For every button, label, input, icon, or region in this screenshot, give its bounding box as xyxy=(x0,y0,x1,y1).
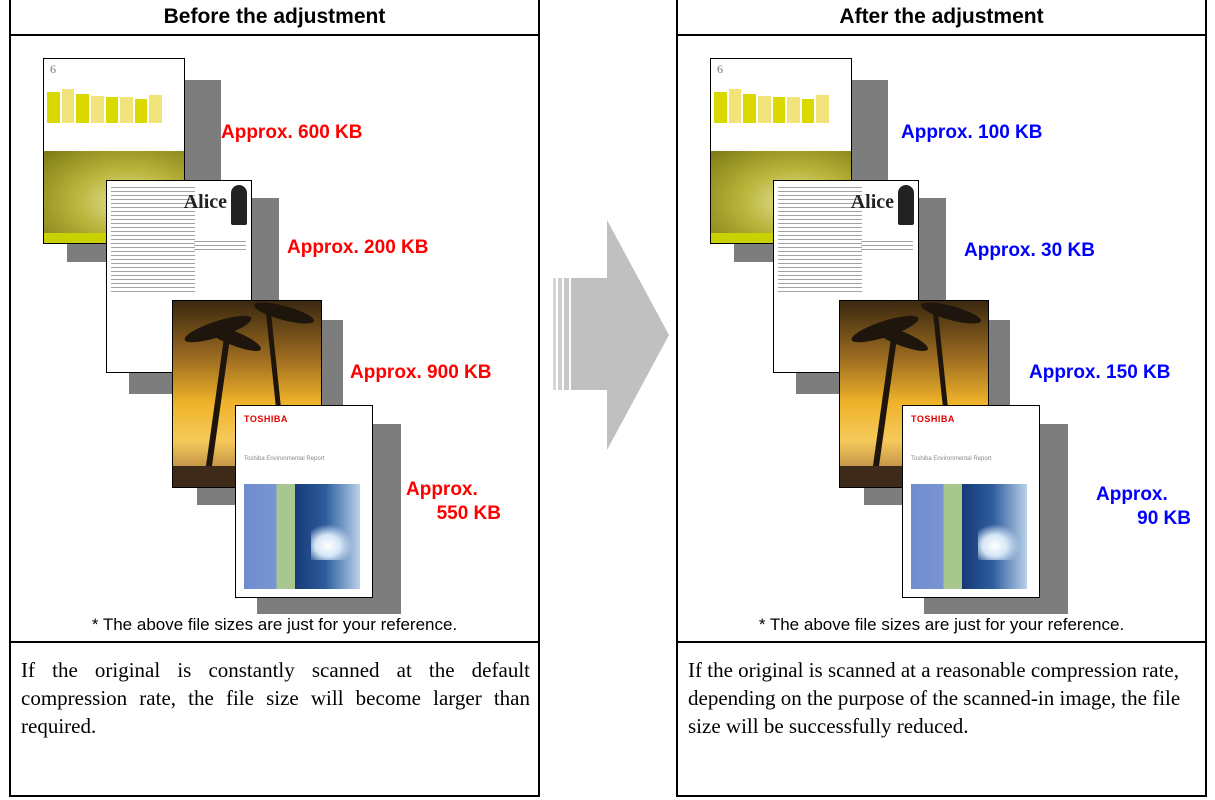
reference-note: * The above file sizes are just for your… xyxy=(678,608,1205,643)
size-label-doc2: Approx. 30 KB xyxy=(964,240,1095,261)
page-number: 6 xyxy=(717,62,723,76)
toshiba-logo: TOSHIBA xyxy=(911,414,955,424)
toshiba-logo: TOSHIBA xyxy=(244,414,288,424)
size-label-doc4: Approx. 90 KB xyxy=(1096,484,1191,529)
before-title: Before the adjustment xyxy=(11,0,538,36)
right-arrow-icon xyxy=(553,220,669,450)
after-title: After the adjustment xyxy=(678,0,1205,36)
report-title: Toshiba Environmental Report xyxy=(244,456,325,462)
before-description: If the original is constantly scanned at… xyxy=(21,658,530,738)
mini-bar-chart xyxy=(47,79,162,123)
size-label-doc4: Approx. 550 KB xyxy=(406,479,501,524)
after-panel: After the adjustment 6 Approx. 100 KB Al… xyxy=(676,0,1207,797)
document-chart-puzzle: 6 xyxy=(43,58,185,244)
mini-bar-chart xyxy=(714,79,829,123)
size-label-doc1: Approx. 100 KB xyxy=(901,122,1043,143)
size-label-doc3: Approx. 150 KB xyxy=(1029,362,1171,383)
document-ask-alice: Alice xyxy=(773,180,919,373)
before-panel: Before the adjustment 6 Approx. 600 KB A… xyxy=(9,0,540,797)
document-toshiba-report: TOSHIBA Toshiba Environmental Report xyxy=(902,405,1040,598)
document-toshiba-report: TOSHIBA Toshiba Environmental Report xyxy=(235,405,373,598)
size-label-doc1: Approx. 600 KB xyxy=(221,122,363,143)
after-description: If the original is scanned at a reasonab… xyxy=(688,658,1181,738)
ask-alice-heading: Alice xyxy=(183,191,227,213)
report-title: Toshiba Environmental Report xyxy=(911,456,992,462)
size-label-doc3: Approx. 900 KB xyxy=(350,362,492,383)
page-number: 6 xyxy=(50,62,56,76)
reference-note: * The above file sizes are just for your… xyxy=(11,608,538,643)
size-label-doc2: Approx. 200 KB xyxy=(287,237,429,258)
ask-alice-heading: Alice xyxy=(850,191,894,213)
